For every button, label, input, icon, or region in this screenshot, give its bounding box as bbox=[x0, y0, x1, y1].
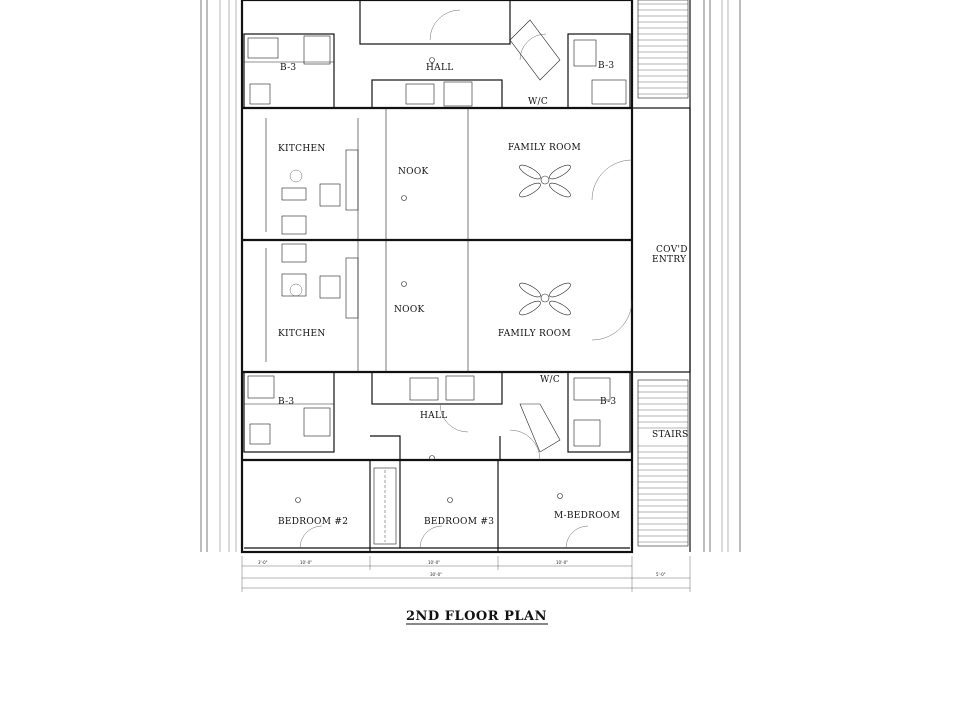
living-dividers bbox=[385, 108, 633, 372]
room-label-kitchen-upper: KITCHEN bbox=[278, 144, 326, 154]
room-label-bath-upper-right: B-3 bbox=[598, 61, 614, 71]
dimension-a: 10'-0" bbox=[300, 560, 312, 565]
light-fixtures bbox=[295, 57, 563, 503]
drawing-title: 2ND FLOOR PLAN bbox=[406, 609, 547, 624]
ceiling-fan-lower bbox=[519, 282, 571, 316]
room-label-stairs: STAIRS bbox=[652, 430, 688, 440]
upper-kitchen bbox=[265, 118, 359, 240]
room-label-wic-upper: W/C bbox=[528, 97, 548, 107]
room-label-covd-entry-line1: COV'D bbox=[656, 245, 688, 255]
bottom-dimensions bbox=[241, 556, 691, 592]
room-label-hall-lower: HALL bbox=[420, 411, 448, 421]
right-reference-lines bbox=[703, 0, 741, 552]
room-label-bedroom-3: BEDROOM #3 bbox=[424, 517, 494, 527]
dimension-d: 3'-0" bbox=[258, 560, 268, 565]
room-label-wic-lower: W/C bbox=[540, 375, 560, 385]
room-label-bath-lower-right: B-3 bbox=[600, 397, 616, 407]
room-label-hall-upper: HALL bbox=[426, 63, 454, 73]
room-label-bedroom-2: BEDROOM #2 bbox=[278, 517, 348, 527]
dimension-total: 30'-0" bbox=[430, 572, 442, 577]
ceiling-fan-upper bbox=[519, 164, 571, 198]
bedroom-walls bbox=[244, 460, 630, 552]
exterior-walls bbox=[240, 0, 691, 554]
dimension-c: 10'-0" bbox=[556, 560, 568, 565]
room-label-nook-lower: NOOK bbox=[394, 305, 425, 315]
room-label-kitchen-lower: KITCHEN bbox=[278, 329, 326, 339]
upper-bath-block bbox=[243, 0, 631, 109]
room-label-bath-upper-left: B-3 bbox=[280, 63, 296, 73]
room-label-nook-upper: NOOK bbox=[398, 167, 429, 177]
lower-stairs bbox=[637, 379, 689, 547]
lower-bath-block bbox=[243, 371, 631, 548]
dimension-e: 5'-0" bbox=[656, 572, 666, 577]
room-label-m-bedroom: M-BEDROOM bbox=[554, 511, 620, 521]
room-label-family-lower: FAMILY ROOM bbox=[498, 329, 571, 339]
dimension-b: 10'-0" bbox=[428, 560, 440, 565]
room-label-family-upper: FAMILY ROOM bbox=[508, 143, 581, 153]
room-label-bath-lower-left: B-3 bbox=[278, 397, 294, 407]
upper-stairs bbox=[637, 0, 689, 99]
left-reference-lines bbox=[200, 0, 237, 552]
room-label-covd-entry-line2: ENTRY bbox=[652, 255, 687, 265]
lower-kitchen bbox=[265, 240, 359, 372]
